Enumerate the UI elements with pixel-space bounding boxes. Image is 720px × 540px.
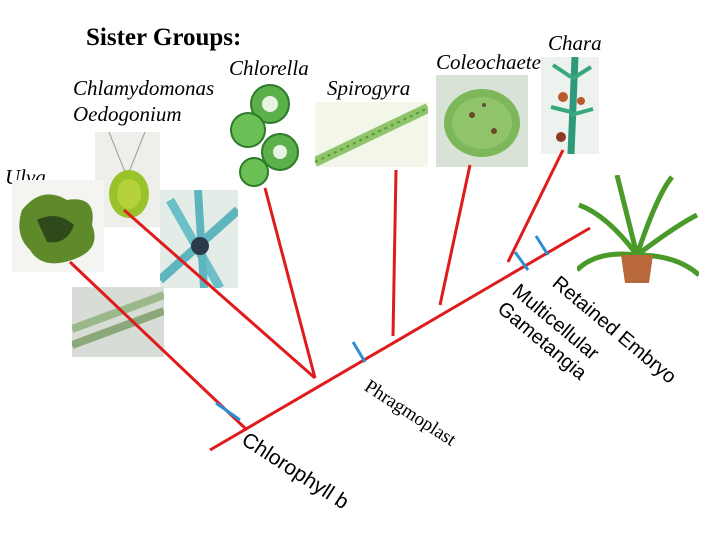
branch-chara — [506, 149, 565, 263]
spirogyra-photo — [315, 102, 428, 167]
page-title: Sister Groups: — [86, 24, 242, 51]
label-oedogonium: Oedogonium — [73, 102, 182, 126]
branch-chlorella — [263, 187, 317, 379]
tick-multicellular — [513, 251, 530, 271]
fern-photo — [577, 175, 699, 283]
tick-phragmoplast — [351, 341, 367, 363]
branch-coleochaete — [438, 164, 472, 306]
tick-embryo — [534, 235, 550, 256]
ulva-photo — [12, 180, 104, 272]
chlorella-photo — [222, 80, 302, 190]
label-coleochaete: Coleochaete — [436, 50, 541, 74]
label-chlorella: Chlorella — [229, 56, 309, 80]
chara-photo — [541, 57, 599, 154]
label-spirogyra: Spirogyra — [327, 76, 411, 100]
trunk — [209, 226, 591, 452]
oedogonium-photo — [160, 190, 238, 288]
label-chlamydomonas: Chlamydomonas — [73, 76, 215, 100]
branch-chlamydomonas — [123, 208, 316, 380]
label-chara: Chara — [548, 31, 602, 55]
coleochaete-photo — [436, 75, 528, 167]
branch-spirogyra — [391, 169, 398, 337]
branch-ulva — [68, 260, 249, 432]
filament-photo — [72, 287, 164, 357]
tick-chlorophyll-b — [215, 401, 241, 422]
